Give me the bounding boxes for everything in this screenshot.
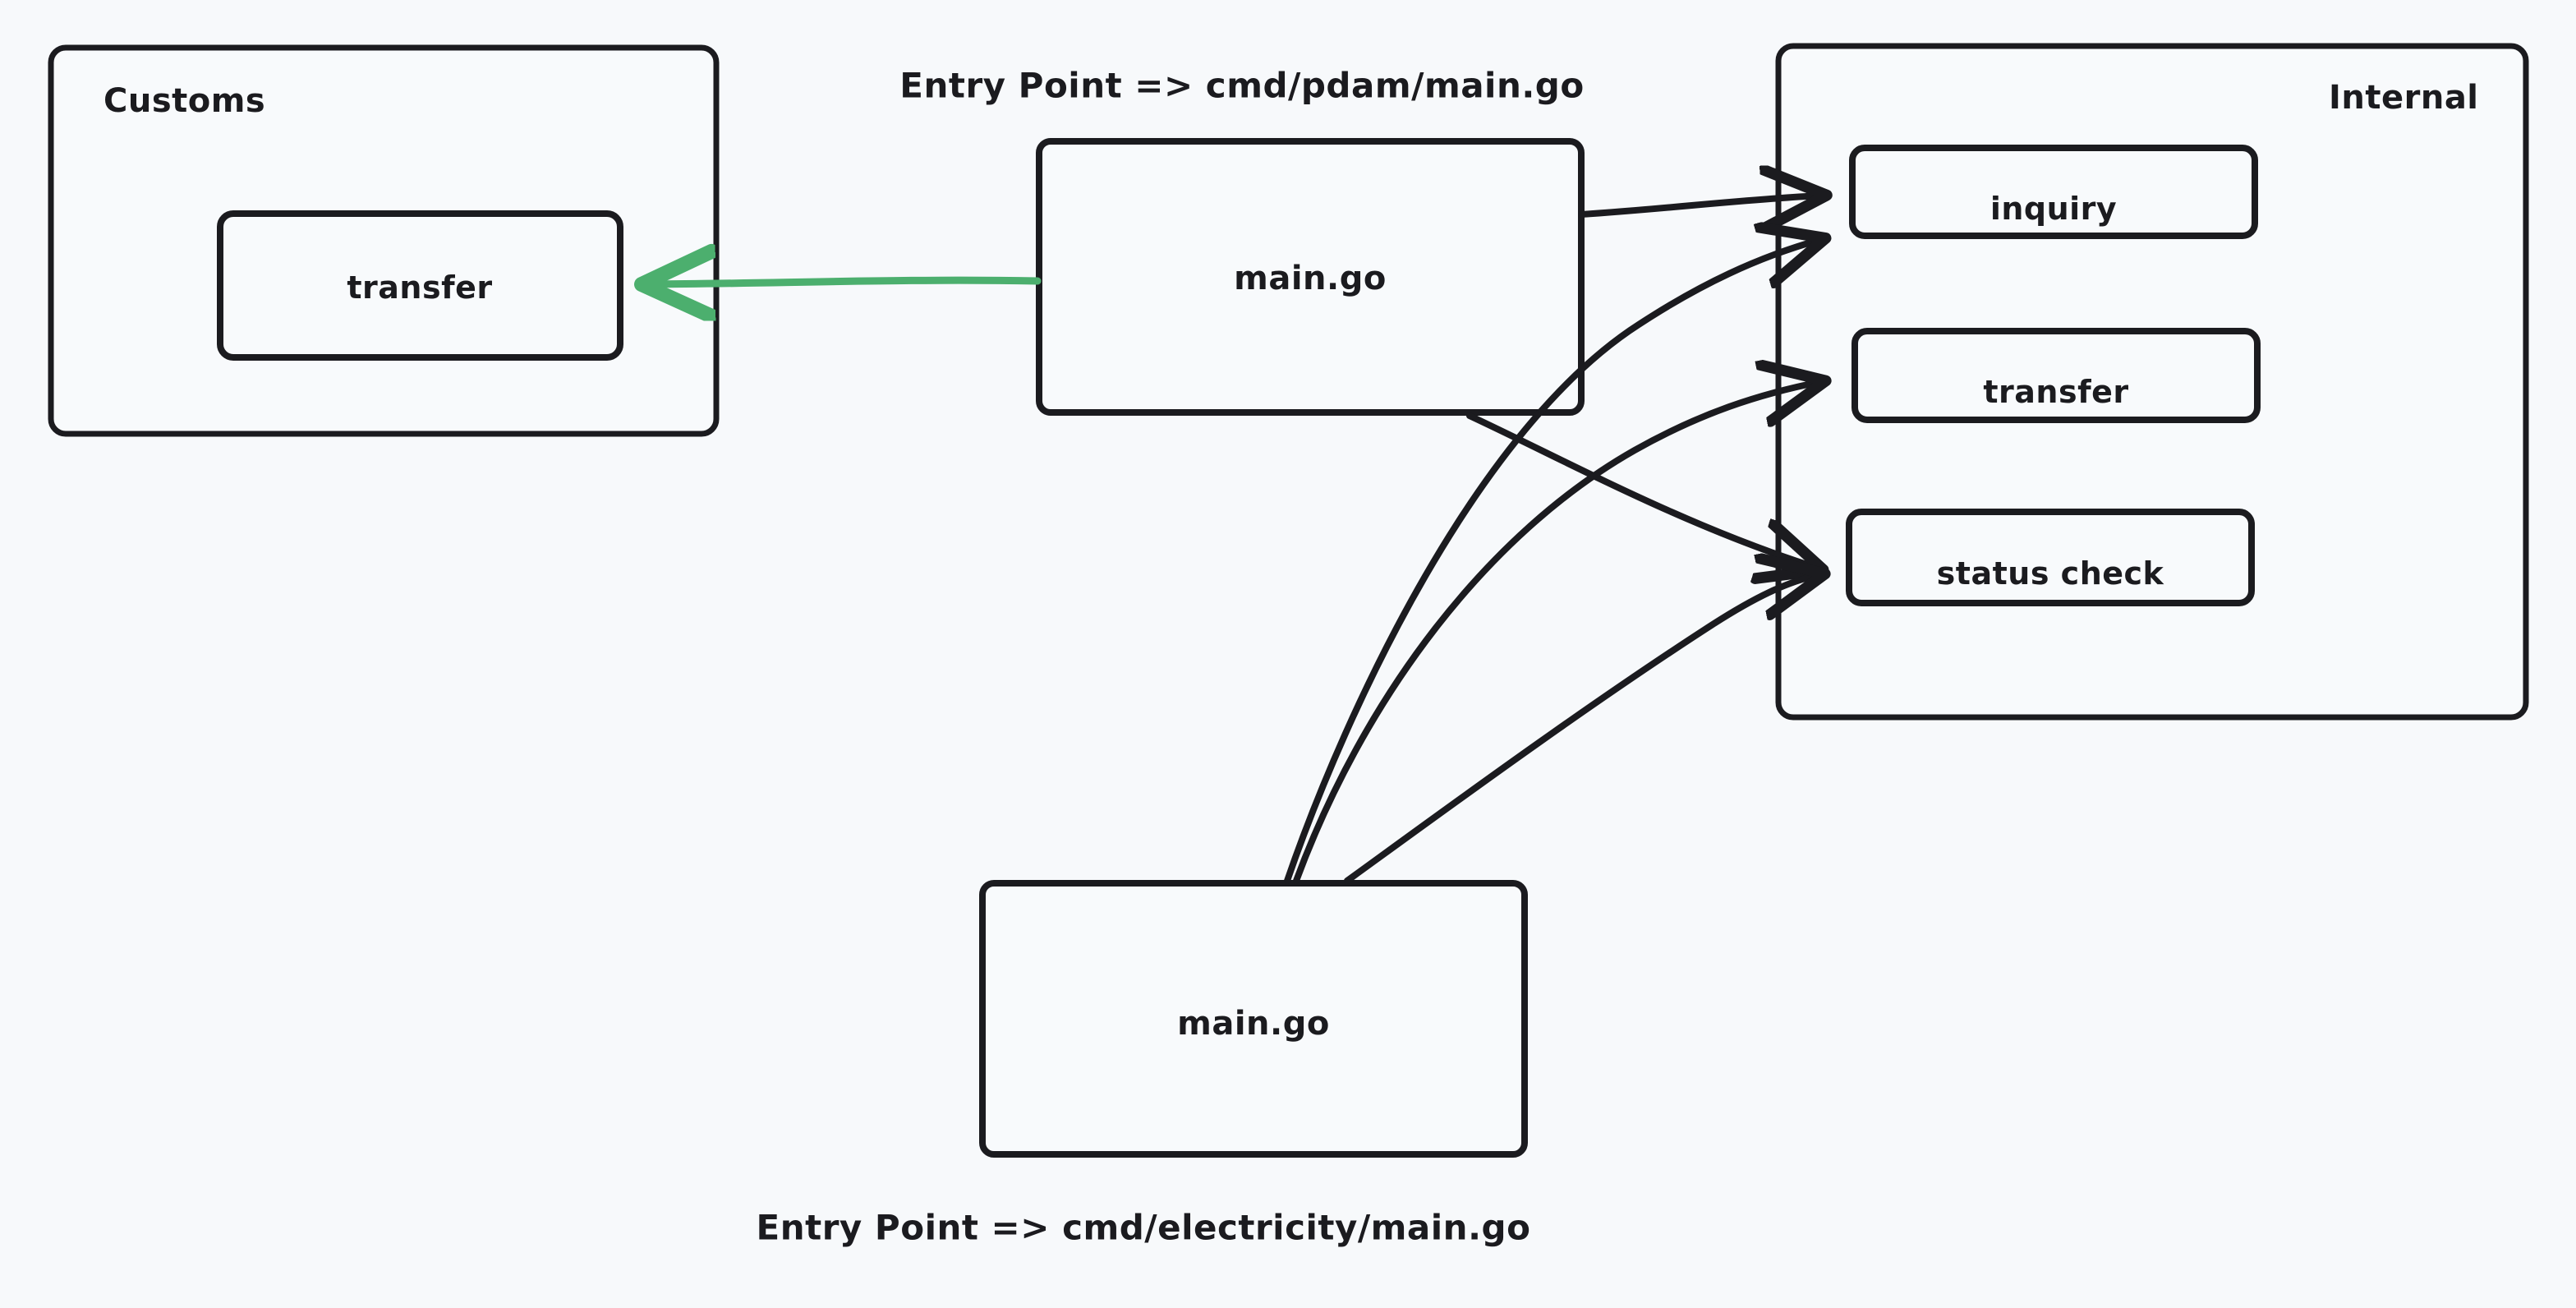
node-internal-status-check-label: status check (1936, 555, 2164, 592)
edge-pdam-to-customs-transfer[interactable] (649, 280, 1042, 284)
node-pdam-main[interactable] (1036, 138, 1585, 416)
node-electricity-main-border (979, 880, 1528, 1158)
node-internal-status-check-border (1846, 509, 2255, 606)
node-electricity-main[interactable] (979, 880, 1528, 1158)
node-electricity-main-label: main.go (1177, 1005, 1330, 1043)
node-internal-inquiry-border (1849, 145, 2258, 239)
node-internal-inquiry[interactable] (1849, 145, 2258, 239)
edge-electricity-to-transfer[interactable] (1293, 382, 1819, 884)
edge-pdam-to-inquiry-line (1578, 196, 1820, 214)
node-internal-inquiry-label: inquiry (1990, 191, 2118, 227)
node-internal-transfer[interactable] (1852, 328, 2261, 423)
node-internal-status-check[interactable] (1846, 509, 2255, 606)
caption-pdam-entry-point: Entry Point => cmd/pdam/main.go (899, 65, 1585, 106)
node-pdam-main-border (1036, 138, 1585, 416)
edge-electricity-to-status-check[interactable] (1344, 575, 1819, 884)
edge-electricity-to-transfer-line (1293, 382, 1819, 884)
edge-pdam-to-customs-transfer-line (649, 280, 1042, 284)
node-pdam-main-label: main.go (1234, 260, 1387, 297)
caption-electricity-entry-point: Entry Point => cmd/electricity/main.go (756, 1207, 1531, 1248)
container-internal-label: Internal (2329, 79, 2479, 117)
edge-pdam-to-inquiry[interactable] (1578, 196, 1820, 214)
edge-pdam-to-status-check[interactable] (1466, 412, 1817, 568)
node-internal-transfer-label: transfer (1983, 374, 2129, 410)
edge-electricity-to-status-check-line (1344, 575, 1819, 884)
edge-pdam-to-status-check-line (1466, 412, 1817, 568)
node-internal-transfer-border (1852, 328, 2261, 423)
node-customs-transfer-border (217, 210, 623, 361)
node-customs-transfer-label: transfer (347, 269, 493, 306)
edge-electricity-to-inquiry[interactable] (1284, 240, 1819, 884)
edge-electricity-to-inquiry-line (1284, 240, 1819, 884)
node-customs-transfer[interactable] (217, 210, 623, 361)
container-customs-label: Customs (104, 82, 266, 120)
